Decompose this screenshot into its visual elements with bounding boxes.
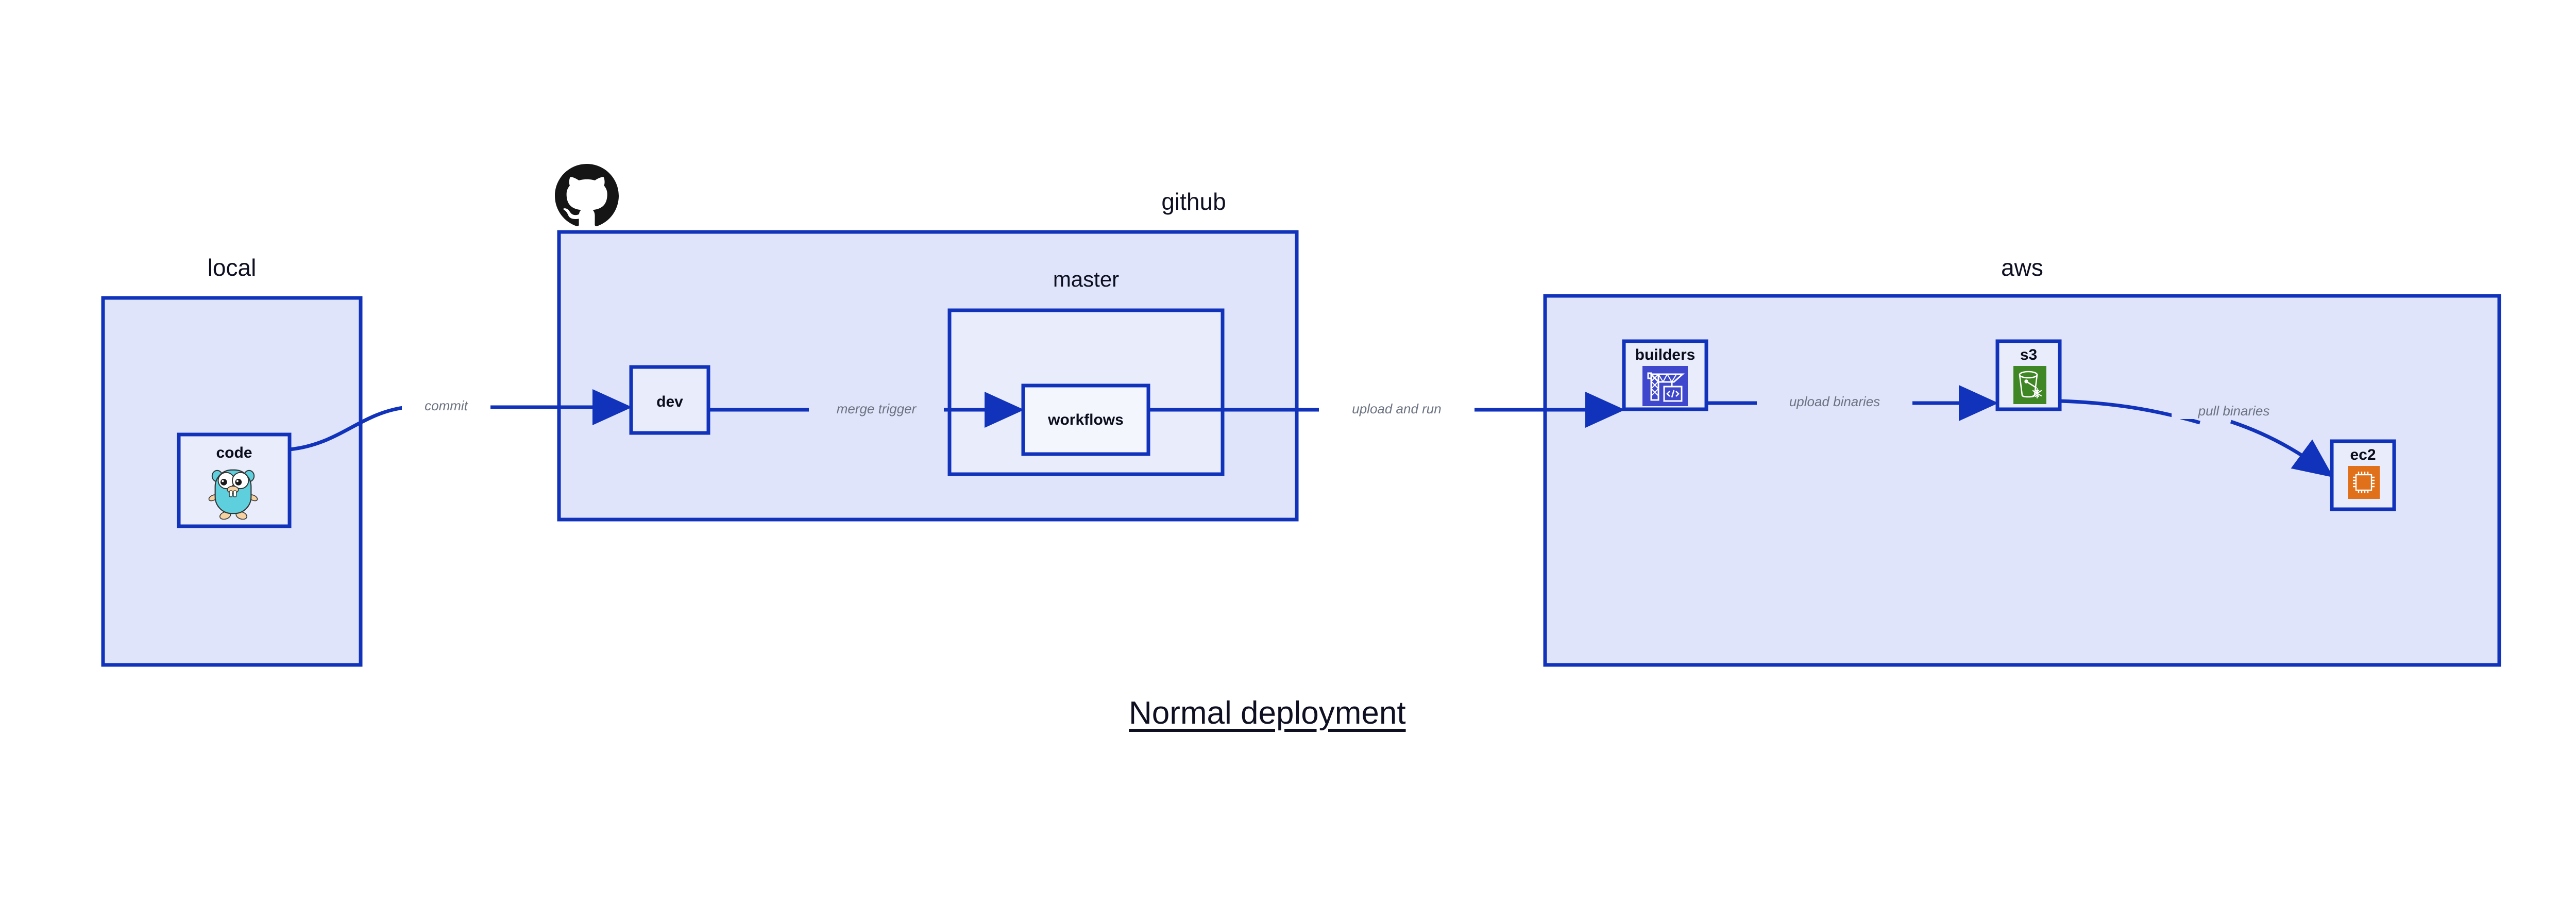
- edge-commit-path: [289, 389, 632, 452]
- node-label-ec2: ec2: [2350, 446, 2376, 463]
- aws-s3-glacier-icon: [2013, 366, 2046, 407]
- edge-label-merge-trigger: merge trigger: [809, 401, 944, 417]
- node-label-dev: dev: [656, 393, 683, 410]
- edge-label-upload-binaries: upload binaries: [1757, 394, 1912, 410]
- group-label-github: github: [1161, 188, 1226, 215]
- aws-codebuild-icon: [1642, 366, 1688, 406]
- edge-label-upload-and-run: upload and run: [1319, 401, 1475, 417]
- group-label-local: local: [207, 254, 257, 281]
- node-label-workflows: workflows: [1048, 411, 1124, 428]
- node-label-code: code: [216, 444, 252, 461]
- node-label-builders: builders: [1635, 346, 1696, 363]
- edge-label-pull-binaries: pull binaries: [2172, 403, 2296, 419]
- node-dev-box[interactable]: [629, 365, 710, 435]
- node-label-s3: s3: [2020, 346, 2038, 363]
- diagram-title: Normal deployment: [1129, 695, 1406, 731]
- github-octocat-icon: [555, 164, 619, 228]
- group-label-aws: aws: [2001, 254, 2043, 281]
- node-workflows-box[interactable]: [1021, 383, 1150, 456]
- edge-label-commit: commit: [402, 398, 490, 414]
- go-gopher-icon: [205, 463, 261, 520]
- group-label-master: master: [1053, 267, 1120, 291]
- aws-ec2-icon: [2348, 466, 2380, 499]
- edge-pull-binaries-path-2: [2230, 420, 2334, 478]
